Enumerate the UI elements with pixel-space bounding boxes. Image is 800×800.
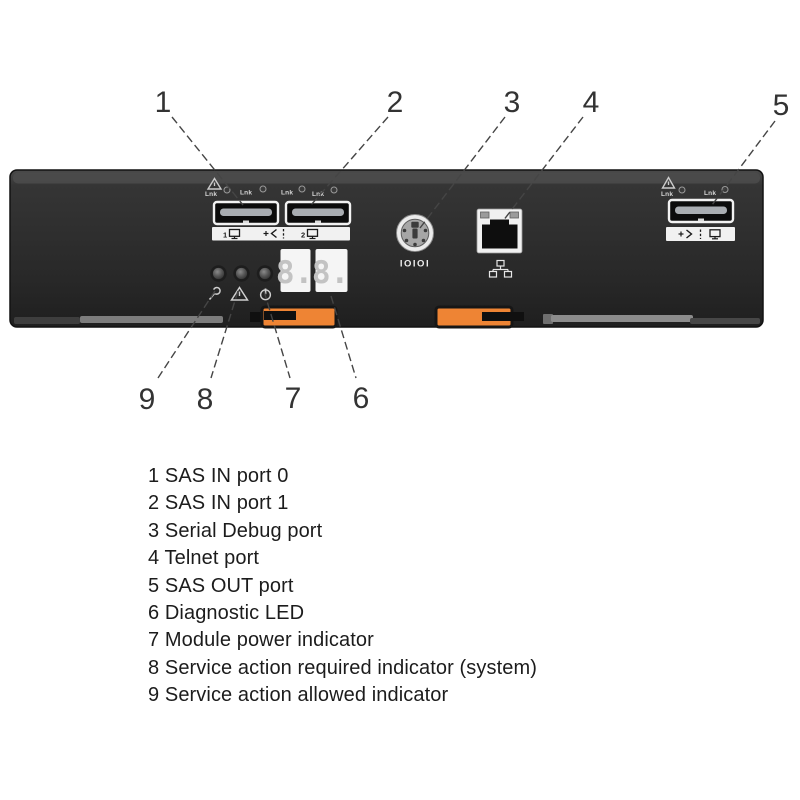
sas-out-arrows-icon — [678, 229, 702, 239]
callout-number-9: 9 — [139, 383, 156, 416]
legend-item: 3 Serial Debug port — [148, 519, 323, 542]
host-port-icon — [306, 228, 319, 240]
sas-in-port-1 — [284, 200, 352, 226]
panel-body — [9, 169, 764, 328]
din-slot — [412, 228, 418, 239]
callout-lines — [157, 116, 776, 379]
sas-out-cluster: Lnk Lnk — [661, 176, 735, 241]
release-latch-right — [434, 305, 524, 329]
rear-panel-diagram: Lnk Lnk Lnk Lnk 1 — [9, 86, 790, 416]
power-icon — [259, 288, 272, 301]
seven-segment-digit: 8. — [312, 255, 349, 291]
sas-out-label-strip — [666, 227, 735, 241]
link-label: Lnk — [281, 190, 293, 197]
callout-number-4: 4 — [583, 86, 600, 119]
telnet-port — [476, 208, 523, 278]
diagnostic-led-display: 8. 8. — [276, 249, 349, 292]
callout-line-7 — [263, 290, 291, 379]
callout-number-8: 8 — [197, 383, 214, 416]
rj45-jack-opening — [482, 219, 518, 249]
callout-numbers: 1 2 3 4 5 9 8 7 6 — [139, 86, 790, 416]
sas-in-port-0 — [212, 200, 280, 226]
warning-triangle-icon — [661, 176, 676, 189]
rail-left-dark — [14, 317, 80, 324]
seven-segment-module — [315, 249, 348, 292]
callout-line-5 — [711, 120, 776, 206]
link-label: Lnk — [205, 191, 217, 198]
callout-line-9 — [157, 290, 216, 379]
warning-triangle-icon — [230, 286, 249, 301]
link-led — [330, 186, 338, 194]
port-0-number: 1 — [223, 231, 227, 240]
link-label: Lnk — [240, 190, 252, 197]
legend-item: 6 Diagnostic LED — [148, 602, 305, 625]
callout-line-4 — [502, 116, 584, 222]
sas-in-arrows-icon — [263, 228, 285, 239]
callout-number-5: 5 — [773, 89, 790, 122]
callout-number-3: 3 — [504, 86, 521, 119]
serial-port-label: IOIOI — [400, 259, 430, 270]
legend-item: 2 SAS IN port 1 — [148, 492, 289, 515]
callout-number-1: 1 — [155, 86, 172, 119]
warning-triangle-icon — [206, 177, 223, 190]
host-port-icon — [709, 229, 721, 240]
network-icon — [488, 259, 513, 278]
service-action-allowed-led — [210, 265, 227, 282]
rail-right-dark — [690, 318, 760, 324]
rail-left-light — [80, 316, 223, 323]
legend: 1 SAS IN port 0 2 SAS IN port 1 3 Serial… — [148, 463, 537, 710]
host-port-icon — [228, 228, 241, 240]
callout-line-2 — [310, 116, 389, 206]
link-label: Lnk — [661, 191, 673, 198]
legend-item: 4 Telnet port — [148, 547, 260, 570]
sas-out-port — [667, 198, 735, 224]
status-leds — [208, 265, 274, 301]
callout-number-6: 6 — [353, 382, 370, 415]
rj45-led — [509, 211, 519, 219]
link-led — [298, 185, 306, 193]
legend-item: 8 Service action required indicator (sys… — [148, 656, 537, 679]
rj45-led — [480, 211, 490, 219]
serial-debug-port: IOIOI — [396, 214, 434, 270]
link-led — [259, 185, 267, 193]
callout-line-1 — [171, 116, 244, 206]
din-key — [411, 221, 419, 228]
rail-right-cap — [543, 314, 553, 324]
service-action-required-led — [233, 265, 250, 282]
rear-panel — [9, 169, 764, 329]
callout-number-7: 7 — [285, 382, 302, 415]
link-led — [678, 186, 686, 194]
legend-item: 9 Service action allowed indicator — [148, 684, 449, 707]
release-latch-left — [250, 305, 338, 329]
module-power-led — [256, 265, 274, 282]
sas-in-label-strip: 1 2 — [212, 227, 350, 241]
link-label: Lnk — [312, 191, 324, 198]
sas-in-cluster: Lnk Lnk Lnk Lnk 1 — [205, 177, 352, 241]
link-led — [721, 186, 729, 193]
callout-number-2: 2 — [387, 86, 404, 119]
legend-item: 7 Module power indicator — [148, 629, 374, 652]
callout-line-6 — [330, 295, 357, 379]
link-label: Lnk — [704, 190, 716, 197]
callout-line-8 — [210, 290, 239, 379]
port-1-number: 2 — [301, 231, 305, 240]
seven-segment-digit: 8. — [276, 255, 313, 291]
seven-segment-module — [280, 249, 311, 292]
panel-top-bevel — [13, 172, 760, 184]
legend-item: 5 SAS OUT port — [148, 574, 294, 597]
link-led — [223, 186, 231, 194]
rail-right-light — [551, 315, 693, 322]
legend-item: 1 SAS IN port 0 — [148, 465, 289, 487]
